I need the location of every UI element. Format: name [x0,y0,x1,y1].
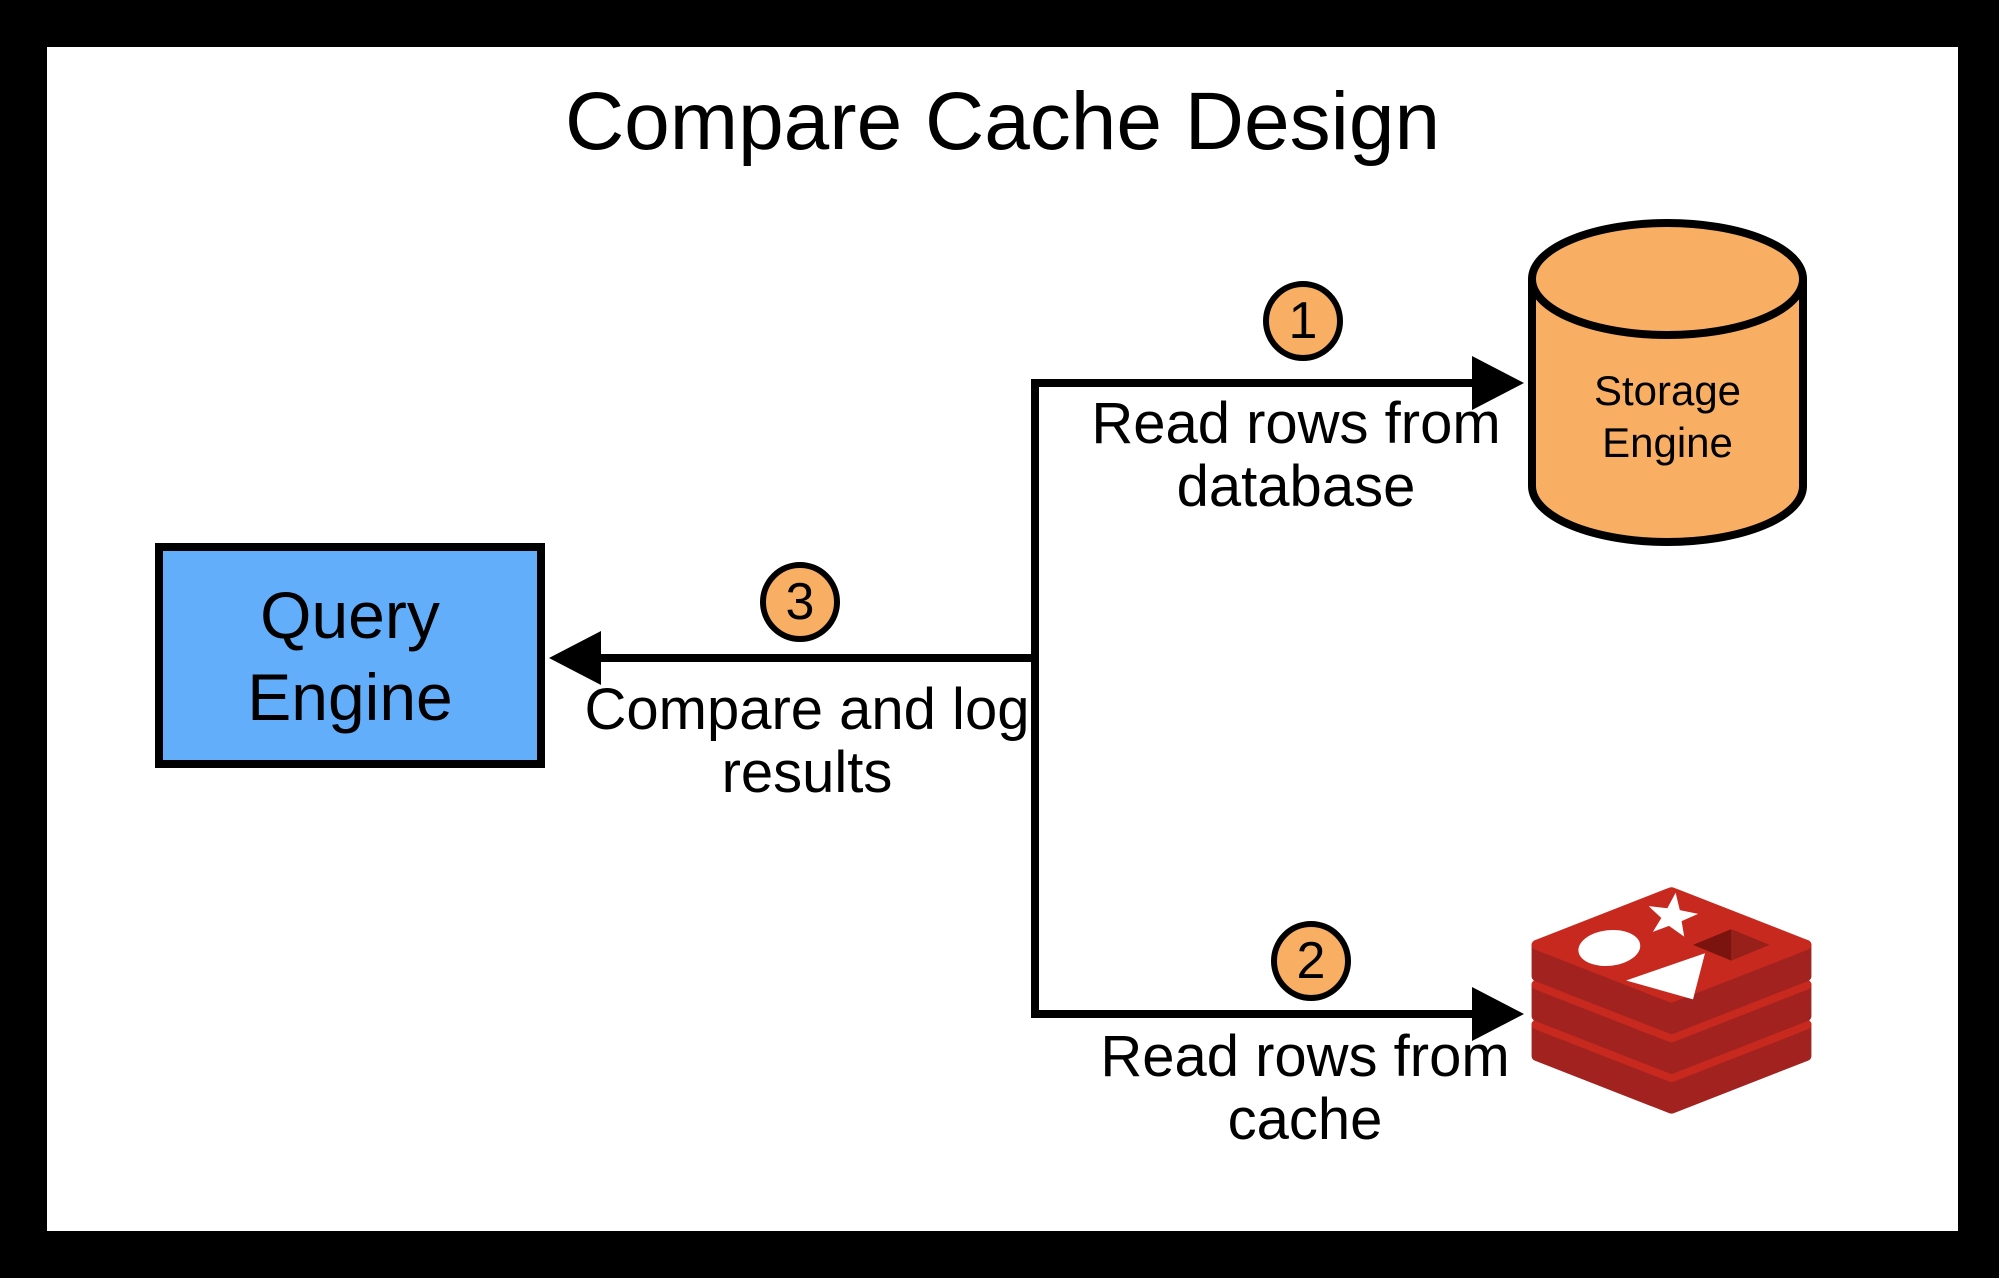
edge-label-read-cache: Read rows from cache [1025,1025,1585,1151]
query-engine-label-line1: Query [260,577,440,652]
cylinder-body [1528,279,1807,546]
redis-slab1-top [1531,887,1812,1003]
edge-label-read-cache-line1: Read rows from [1100,1024,1510,1089]
storage-engine-label: Storage Engine [1527,365,1808,469]
redis-notch-right [1731,929,1770,961]
edge-label-read-database-line2: database [1176,454,1416,519]
step-badge-2: 2 [1271,921,1351,1001]
arrowhead-to-storage-icon [1472,356,1524,410]
step-badge-2-number: 2 [1296,932,1326,990]
database-cylinder-icon [1528,219,1807,546]
step-badge-1-number: 1 [1288,292,1318,350]
step-badge-1: 1 [1263,281,1343,361]
step-badge-3: 3 [760,562,840,642]
edge-label-read-cache-line2: cache [1227,1087,1383,1152]
step-badge-3-number: 3 [785,573,815,631]
edge-label-compare-results: Compare and log results [527,678,1087,804]
arrowhead-to-redis-icon [1472,987,1524,1041]
cylinder-top [1528,219,1807,339]
edge-label-compare-results-line2: results [721,740,893,805]
redis-circle-shape [1578,929,1641,967]
edge-label-read-database: Read rows from database [1016,392,1576,518]
query-engine-label-line2: Engine [247,659,453,734]
edge-label-compare-results-line1: Compare and log [584,677,1030,742]
connector-edges [549,356,1524,1041]
diagram-canvas: Compare Cache Design Query Engine Storag… [47,47,1958,1231]
edge-label-read-database-line1: Read rows from [1091,391,1501,456]
diagram-title: Compare Cache Design [564,75,1441,167]
redis-star-shape [1648,892,1699,937]
query-engine-node: Query Engine [155,543,545,768]
arrowhead-to-query-engine-icon [549,631,601,685]
storage-engine-label-line1: Storage [1593,367,1742,414]
redis-triangle-shape [1626,953,1705,1000]
branch-trunk-and-arms [1031,379,1484,1018]
storage-engine-label-line2: Engine [1602,419,1733,466]
redis-notch-left [1693,929,1732,961]
redis-logo [1531,887,1812,1114]
